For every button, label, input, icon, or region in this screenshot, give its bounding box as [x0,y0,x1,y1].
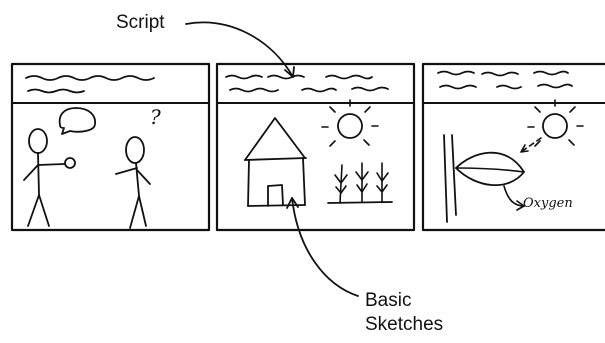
panel-3-script-lines [437,70,573,90]
oxygen-arrow [503,185,525,207]
panel-1-frame [10,62,211,232]
house-sketch [244,117,307,207]
sketches-label-line-1: Basic [365,290,412,311]
panel-1 [10,62,211,232]
sketches-callout-arrow [286,197,359,297]
plants-sketch [327,162,393,204]
panel-3 [421,62,605,232]
panel-2-script-lines [225,74,389,93]
panel-2-frame [215,62,416,232]
plant-stem [443,134,457,223]
oxygen-arrowhead [516,200,525,211]
panel-1-script-lines [25,75,155,94]
leaf-sketch [455,151,525,186]
sun-icon [321,99,379,147]
stick-figure-right [115,136,151,229]
panel-2 [215,62,416,232]
sunlight-arrowhead [520,144,529,153]
sun-icon [527,99,584,147]
sketches-callout-label: Basic Sketches [365,289,443,337]
sketches-label-line-2: Sketches [365,314,444,335]
speech-bubble [58,107,96,135]
question-mark: ? [150,105,161,129]
oxygen-label: Oxygen [523,196,573,211]
stick-figure-left [23,128,76,227]
sunlight-ray [520,137,542,153]
panel-3-frame [421,62,605,232]
script-callout-label: Script [116,12,165,33]
script-callout-arrow [185,21,295,78]
